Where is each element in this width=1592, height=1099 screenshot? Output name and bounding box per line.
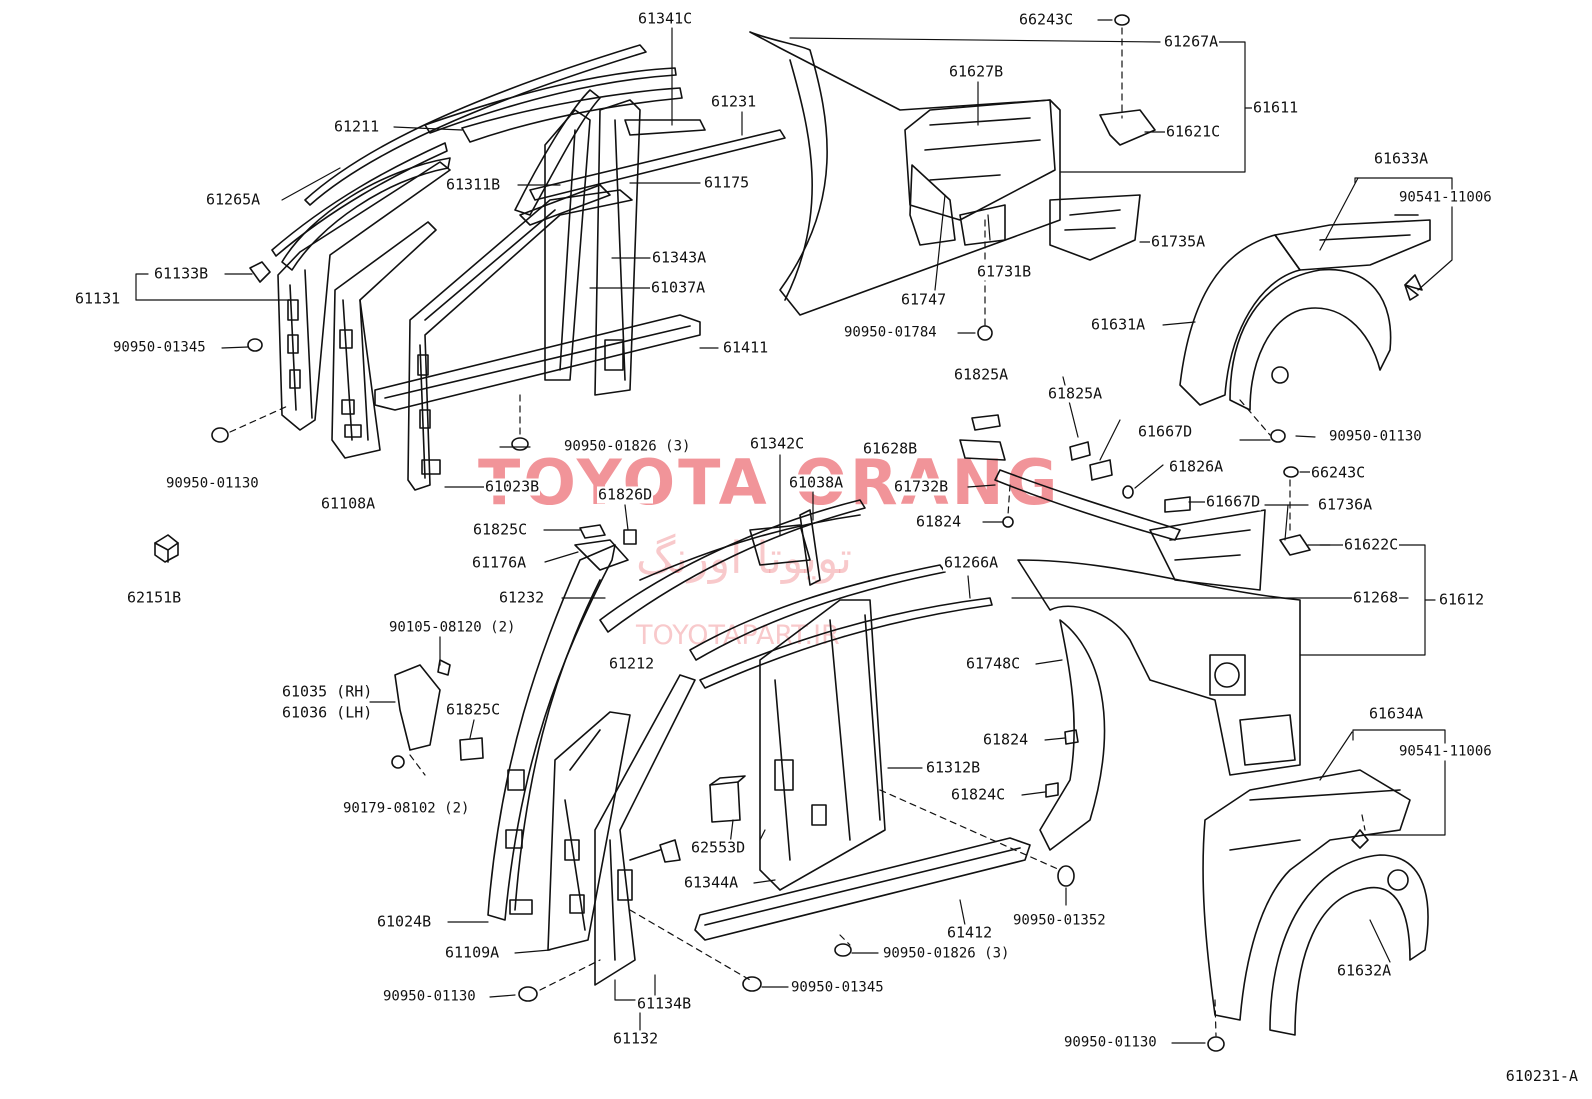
- label-61731B: 61731B: [976, 262, 1033, 281]
- rocker-inner-part: [374, 314, 701, 411]
- label-61824C: 61824C: [950, 785, 1007, 804]
- label-61108A: 61108A: [320, 494, 377, 513]
- label-61634A: 61634A: [1368, 704, 1425, 723]
- label-61037A: 61037A: [650, 278, 707, 297]
- label-61133B: 61133B: [153, 264, 210, 283]
- dashed-fastener-lines: [229, 27, 1366, 1037]
- label-90105-08120: 90105-08120 (2): [388, 619, 517, 637]
- label-90950-01130-a: 90950-01130: [1328, 428, 1423, 446]
- label-61131: 61131: [74, 289, 122, 308]
- label-61311B: 61311B: [445, 175, 502, 194]
- label-61035: 61035 (RH): [281, 682, 374, 701]
- label-61341C: 61341C: [637, 9, 694, 28]
- label-66243C-top: 66243C: [1018, 10, 1075, 29]
- label-61036: 61036 (LH): [281, 703, 374, 722]
- center-pillar-reinforcement-part: [547, 711, 631, 951]
- leader-lines: [135, 19, 1453, 1044]
- label-61747: 61747: [900, 290, 948, 309]
- roof-rail-left-group: [271, 44, 683, 271]
- label-61667D-a: 61667D: [1137, 422, 1194, 441]
- label-90950-01784: 90950-01784: [843, 324, 938, 342]
- label-61628B: 61628B: [862, 439, 919, 458]
- label-61212: 61212: [608, 654, 656, 673]
- center-pillar-inner-part: [759, 599, 886, 891]
- label-61412: 61412: [946, 923, 994, 942]
- pillar-inner-part: [331, 221, 437, 459]
- label-61825C-b: 61825C: [445, 700, 502, 719]
- label-61621C: 61621C: [1165, 122, 1222, 141]
- label-62553D: 62553D: [690, 838, 747, 857]
- bracket-part: [391, 659, 451, 769]
- label-61826D: 61826D: [597, 485, 654, 504]
- label-61633A: 61633A: [1373, 149, 1430, 168]
- label-61732B: 61732B: [893, 477, 950, 496]
- label-61748C: 61748C: [965, 654, 1022, 673]
- label-90950-01345-b: 90950-01345: [790, 979, 885, 997]
- label-61038A: 61038A: [788, 473, 845, 492]
- rocker-outer-part: [694, 837, 1031, 941]
- label-61211: 61211: [333, 117, 381, 136]
- label-61134B: 61134B: [636, 994, 693, 1013]
- door-frame-front-part: [407, 189, 633, 491]
- body-side-outer-part: [594, 674, 696, 986]
- label-61343A: 61343A: [651, 248, 708, 267]
- label-61231: 61231: [710, 92, 758, 111]
- label-61735A: 61735A: [1150, 232, 1207, 251]
- label-61611: 61611: [1252, 98, 1300, 117]
- label-61631A: 61631A: [1090, 315, 1147, 334]
- label-61232: 61232: [498, 588, 546, 607]
- label-90950-01130-b: 90950-01130: [165, 475, 260, 493]
- wheelhouse-outer-part: [1179, 219, 1431, 411]
- label-61736A: 61736A: [1317, 495, 1374, 514]
- label-61667D-b: 61667D: [1205, 492, 1262, 511]
- diagram-reference-code: 610231-A: [1505, 1067, 1578, 1085]
- label-61175: 61175: [703, 173, 751, 192]
- label-61132: 61132: [612, 1029, 660, 1048]
- label-61411: 61411: [722, 338, 770, 357]
- label-66243C-b: 66243C: [1310, 463, 1367, 482]
- label-61824-b: 61824: [982, 730, 1030, 749]
- front-pillar-outer-part: [277, 161, 451, 431]
- label-61109A: 61109A: [444, 943, 501, 962]
- label-90541-11006-b: 90541-11006: [1398, 743, 1493, 761]
- label-62151B: 62151B: [126, 588, 183, 607]
- label-61266A: 61266A: [943, 553, 1000, 572]
- label-61825A-a: 61825A: [953, 365, 1010, 384]
- label-61176A: 61176A: [471, 553, 528, 572]
- label-61825C-a: 61825C: [472, 520, 529, 539]
- label-61268: 61268: [1352, 588, 1400, 607]
- front-pillar-lower-part: [487, 539, 629, 921]
- label-61622C: 61622C: [1343, 535, 1400, 554]
- label-61825A-b: 61825A: [1047, 384, 1104, 403]
- label-90950-01130-d: 90950-01130: [382, 988, 477, 1006]
- wheelhouse-inner-part: [1202, 769, 1429, 1036]
- label-61265A: 61265A: [205, 190, 262, 209]
- label-61267A: 61267A: [1163, 32, 1220, 51]
- label-61344A: 61344A: [683, 873, 740, 892]
- quarter-panel-lower-part: [994, 469, 1301, 851]
- label-90950-01826-b: 90950-01826 (3): [882, 945, 1011, 963]
- label-61826A: 61826A: [1168, 457, 1225, 476]
- label-61023B: 61023B: [484, 477, 541, 496]
- small-parts: [154, 14, 1423, 1052]
- label-61312B: 61312B: [925, 758, 982, 777]
- label-90950-01130-c: 90950-01130: [1063, 1034, 1158, 1052]
- label-90950-01826-a: 90950-01826 (3): [563, 438, 692, 456]
- watermark-main: TOYOTA ORANG: [478, 446, 1061, 519]
- label-61627B: 61627B: [948, 62, 1005, 81]
- label-61342C: 61342C: [749, 434, 806, 453]
- label-61824-a: 61824: [915, 512, 963, 531]
- roof-side-rail-part: [599, 499, 993, 689]
- label-90179-08102: 90179-08102 (2): [342, 800, 471, 818]
- label-61024B: 61024B: [376, 912, 433, 931]
- label-90950-01352: 90950-01352: [1012, 912, 1107, 930]
- quarter-panel-upper-part: [749, 31, 1141, 316]
- label-90541-11006-a: 90541-11006: [1398, 189, 1493, 207]
- label-61632A: 61632A: [1336, 961, 1393, 980]
- label-90950-01345-a: 90950-01345: [112, 339, 207, 357]
- label-61612: 61612: [1438, 590, 1486, 609]
